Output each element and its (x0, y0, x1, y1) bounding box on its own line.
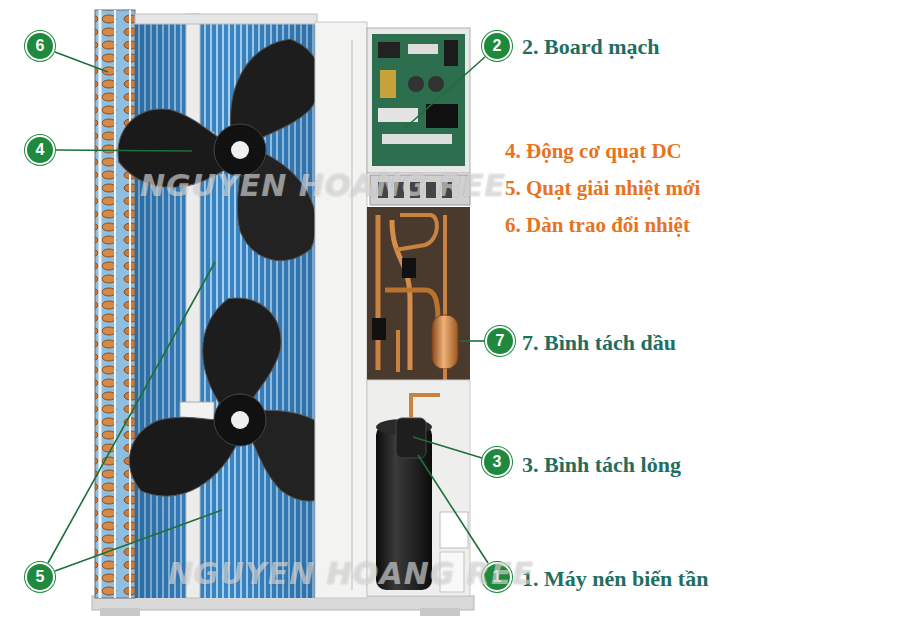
leader-line (48, 262, 215, 563)
cooling-fan (106, 31, 341, 278)
refrigerant-piping (402, 258, 416, 278)
watermark: NGUYEN HOANG REE (140, 168, 506, 203)
leader-line (460, 340, 484, 342)
callout-number: 7 (485, 326, 515, 356)
part-label: 5. Quạt giải nhiệt mới (505, 176, 700, 201)
leader-line (418, 455, 488, 563)
refrigerant-piping (392, 220, 410, 370)
refrigerant-piping (443, 215, 447, 315)
callout-number: 4 (25, 135, 55, 165)
leader-line (48, 52, 488, 571)
callout-number: 3 (482, 447, 512, 477)
refrigerant-piping (367, 207, 470, 380)
callout-text: 2 (493, 38, 502, 54)
part-label: 1. Máy nén biến tần (522, 566, 708, 592)
callout-text: 3 (493, 454, 502, 470)
cooling-fan (231, 411, 249, 429)
control-board (378, 108, 418, 122)
control-board (408, 44, 438, 54)
control-board (367, 28, 470, 173)
part-label: 3. Bình tách lỏng (522, 452, 681, 478)
leader-line (405, 57, 485, 128)
refrigerant-piping (396, 330, 400, 372)
callout-text: 7 (496, 333, 505, 349)
leader-line (55, 52, 108, 72)
callout-number: 5 (25, 562, 55, 592)
part-label: 4. Động cơ quạt DC (505, 139, 682, 164)
leader-line (413, 437, 482, 458)
compressor-bay (396, 418, 426, 458)
base-frame (92, 596, 474, 616)
control-board (372, 34, 465, 166)
callout-text: 6 (36, 38, 45, 54)
heat-exchanger (129, 10, 131, 598)
base-frame (100, 608, 140, 616)
callout-number: 6 (25, 31, 55, 61)
fan-frame (186, 14, 200, 598)
cooling-fan (231, 141, 249, 159)
heat-exchanger (99, 10, 102, 598)
control-board (444, 40, 458, 66)
divider-panel (315, 22, 367, 598)
part-label: 6. Dàn trao đổi nhiệt (505, 213, 690, 238)
watermark: NGUYEN HOANG REE (168, 556, 534, 591)
part-label: 7. Bình tách dầu (522, 330, 676, 356)
refrigerant-piping (376, 215, 381, 370)
fan-frame (135, 14, 317, 24)
divider-panel (315, 22, 367, 598)
control-board (426, 104, 458, 128)
callout-text: 5 (36, 569, 45, 585)
cooling-fan (214, 394, 266, 446)
heat-exchanger (114, 10, 116, 598)
leader-line (56, 150, 192, 151)
control-board (378, 42, 400, 58)
callout-text: 4 (36, 142, 45, 158)
control-board (408, 76, 424, 92)
divider-panel (351, 40, 353, 590)
refrigerant-piping (432, 315, 458, 369)
base-frame (420, 608, 460, 616)
control-board (382, 134, 452, 144)
control-board (380, 70, 396, 98)
control-board (428, 76, 444, 92)
callout-number: 2 (482, 31, 512, 61)
part-label: 2. Board mạch (522, 34, 660, 60)
refrigerant-piping (367, 207, 470, 404)
refrigerant-piping (385, 290, 438, 320)
refrigerant-piping (395, 215, 437, 250)
heat-exchanger (95, 10, 135, 598)
compressor-bay (440, 512, 468, 548)
refrigerant-piping (372, 318, 386, 340)
compressor-bay (411, 395, 440, 418)
base-frame (92, 596, 474, 610)
